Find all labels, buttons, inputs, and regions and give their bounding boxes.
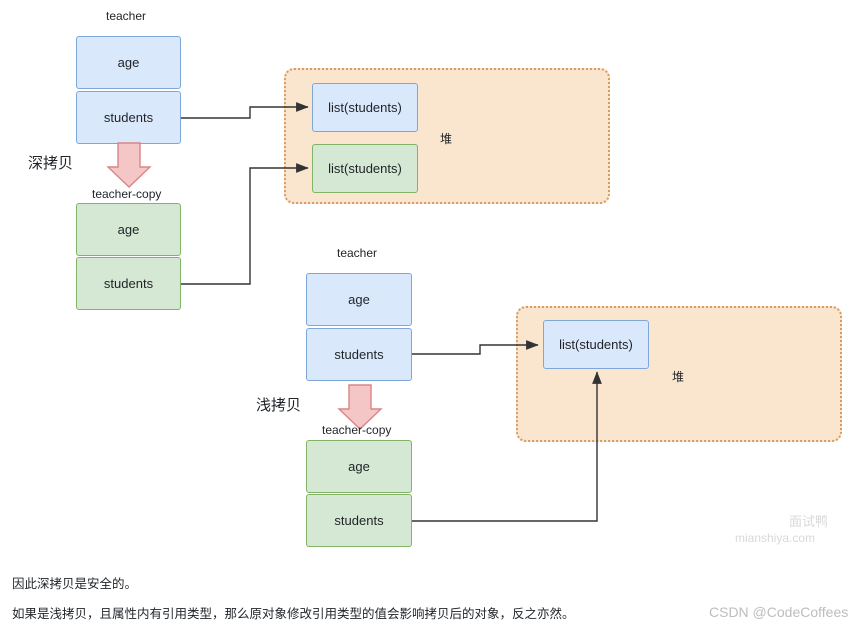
shallow-copy-arrow-icon [337, 384, 383, 430]
shallow-source-field-age: age [306, 273, 412, 326]
note-line-1: 因此深拷贝是安全的。 [12, 577, 138, 591]
deep-copy-title: teacher-copy [92, 187, 162, 201]
shallow-source-field-students: students [306, 328, 412, 381]
shallow-copy-field-students: students [306, 494, 412, 547]
deep-source-title: teacher [106, 9, 147, 23]
heap-label-shallow: 堆 [672, 370, 685, 384]
shallow-copy-label: 浅拷贝 [256, 397, 302, 414]
deep-copy-field-students: students [76, 257, 181, 310]
shallow-copy-field-age: age [306, 440, 412, 493]
shallow-source-title: teacher [337, 246, 378, 260]
deep-copy-label: 深拷贝 [28, 155, 74, 172]
heap-object-deep-2: list(students) [312, 144, 418, 193]
deep-source-field-students: students [76, 91, 181, 144]
heap-object-shallow-1: list(students) [543, 320, 649, 369]
deep-source-field-age: age [76, 36, 181, 89]
watermark-en: mianshiya.com [735, 531, 816, 545]
heap-object-deep-1: list(students) [312, 83, 418, 132]
deep-copy-field-age: age [76, 203, 181, 256]
heap-label-deep: 堆 [440, 132, 453, 146]
deep-copy-arrow-icon [106, 142, 152, 188]
watermark-cn: 面试鸭 [789, 514, 829, 529]
shallow-copy-title: teacher-copy [322, 423, 392, 437]
csdn-credit: CSDN @CodeCoffees [709, 604, 849, 620]
note-line-2: 如果是浅拷贝，且属性内有引用类型，那么原对象修改引用类型的值会影响拷贝后的对象，… [12, 607, 575, 621]
